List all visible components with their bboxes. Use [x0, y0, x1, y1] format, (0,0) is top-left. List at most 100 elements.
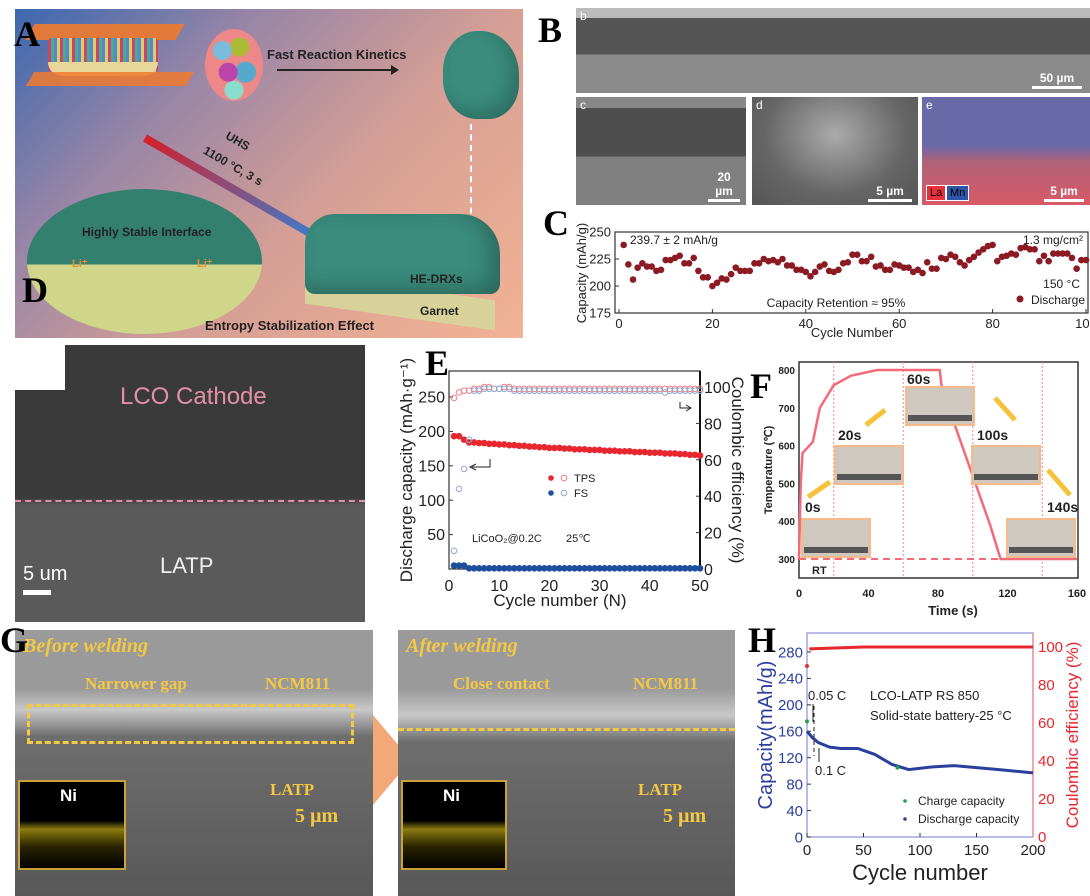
data-point	[591, 387, 598, 394]
panel-a-schematic: Fast Reaction Kinetics UHS 1100 °C, 3 s …	[15, 9, 523, 338]
snapshot-stage	[908, 415, 972, 421]
y2-tick-label: 60	[704, 453, 722, 470]
data-point	[805, 719, 809, 724]
snapshot-photo	[834, 445, 904, 485]
data-point	[760, 255, 768, 263]
data-point	[510, 441, 518, 449]
data-point	[651, 385, 659, 393]
data-point	[551, 565, 558, 572]
y2-axis-title: Coulombic efficiency (%)	[1063, 642, 1082, 829]
y-tick-label: 100	[418, 493, 445, 510]
data-point	[676, 450, 684, 458]
data-point	[900, 264, 908, 271]
li-ion-label: Li⁺	[72, 258, 88, 270]
data-point	[450, 562, 458, 569]
data-point	[755, 260, 763, 267]
data-point	[676, 565, 684, 572]
data-point	[596, 446, 603, 454]
sem-image-d: d 5 µm	[752, 97, 918, 205]
x-axis-title: Cycle number	[852, 860, 988, 885]
data-point	[536, 443, 543, 451]
data-point	[641, 448, 649, 456]
data-point	[671, 387, 679, 394]
data-point	[515, 565, 523, 572]
snapshot-stage	[804, 547, 868, 553]
data-point	[505, 441, 513, 449]
y-tick-label: 250	[589, 225, 611, 240]
data-point	[526, 443, 533, 450]
sem-image-d-lco-latp: LCO Cathode LATP 5 um	[15, 345, 365, 622]
y-tick-label: 400	[778, 517, 795, 528]
y2-tick-label: 0	[1038, 829, 1046, 846]
data-point	[690, 254, 698, 262]
data-point	[531, 565, 538, 572]
data-point	[769, 256, 777, 264]
y-tick-label: 300	[778, 555, 795, 566]
data-point	[490, 440, 498, 448]
data-point	[691, 385, 699, 393]
data-point	[460, 387, 468, 394]
data-point	[455, 562, 463, 569]
data-point	[676, 252, 684, 260]
data-point	[699, 274, 707, 281]
data-point	[636, 565, 644, 572]
data-point	[643, 263, 651, 270]
data-point	[951, 253, 959, 261]
snapshot-stage	[974, 474, 1038, 480]
data-point	[500, 383, 508, 391]
ncm811-label: NCM811	[265, 674, 331, 693]
data-point	[495, 565, 503, 572]
data-point	[662, 256, 669, 264]
data-point	[546, 444, 553, 452]
x-tick-label: 40	[641, 578, 659, 595]
x-tick-label: 80	[985, 316, 999, 331]
data-point	[839, 260, 847, 267]
data-point	[696, 385, 704, 393]
y2-tick-label: 0	[704, 562, 713, 579]
data-point	[746, 267, 754, 275]
data-point	[656, 449, 664, 457]
data-point	[1031, 245, 1038, 253]
subpanel-letter: c	[580, 98, 586, 112]
ncm811-label: NCM811	[633, 674, 699, 693]
data-point	[536, 387, 543, 394]
x-tick-label: 10	[490, 578, 508, 595]
data-point	[923, 258, 931, 266]
data-point	[685, 260, 693, 267]
x-axis-title: Cycle number (N)	[493, 591, 626, 610]
panel-label-a: A	[14, 14, 40, 54]
snapshot-time-label: 140s	[1047, 499, 1078, 515]
x-tick-label: 0	[615, 316, 622, 331]
data-point	[576, 385, 583, 393]
ni-label: Ni	[443, 786, 460, 805]
data-point	[816, 263, 824, 270]
data-point	[536, 565, 543, 572]
data-point	[500, 385, 508, 393]
data-point	[586, 385, 593, 393]
data-point	[465, 387, 473, 394]
data-point	[821, 261, 828, 268]
data-point	[490, 385, 498, 393]
data-point	[905, 264, 912, 271]
data-point	[661, 565, 669, 572]
data-point	[686, 565, 694, 572]
data-point	[631, 448, 639, 456]
data-point	[620, 241, 627, 249]
y-tick-label: 80	[786, 776, 803, 793]
sem-image-c: c 20 µm	[576, 97, 746, 205]
annotation: Solid-state battery-25 °C	[870, 708, 1012, 723]
data-point	[526, 387, 533, 394]
scale-bar: 50 µm	[1032, 71, 1082, 89]
data-point	[1012, 251, 1020, 258]
x-tick-label: 80	[932, 588, 944, 600]
snapshot-time-label: 20s	[838, 427, 862, 443]
data-point	[919, 269, 926, 277]
data-point	[510, 565, 518, 572]
panel-label-e: E	[425, 343, 450, 383]
y2-tick-label: 100	[1038, 639, 1063, 656]
data-point	[601, 385, 608, 393]
progress-arrow	[806, 479, 832, 500]
data-point	[616, 565, 623, 572]
data-point	[621, 387, 629, 394]
data-point	[475, 439, 483, 447]
